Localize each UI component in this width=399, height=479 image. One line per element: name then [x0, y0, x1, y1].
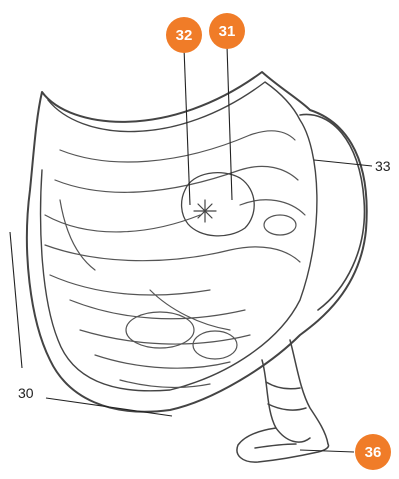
label-30: 30	[18, 385, 34, 401]
callout-badge-36: 36	[355, 434, 391, 470]
label-33: 33	[375, 158, 391, 174]
leader-32	[184, 48, 190, 205]
callout-badge-31: 31	[209, 13, 245, 49]
callout-31-text: 31	[219, 23, 236, 40]
callout-32-text: 32	[176, 27, 193, 44]
leader-30-lower	[46, 398, 172, 416]
leader-36	[300, 450, 354, 452]
punctum-star	[194, 200, 216, 222]
leader-lines	[10, 46, 372, 452]
callout-36-text: 36	[365, 444, 382, 461]
leader-30-upper	[10, 232, 22, 368]
lower-duct	[237, 340, 329, 462]
callout-badge-32: 32	[166, 17, 202, 53]
organ-drawing	[27, 72, 367, 462]
leader-33	[314, 160, 372, 166]
outer-wall-outline	[27, 72, 367, 412]
tissue-folds	[45, 131, 305, 388]
leader-31	[227, 46, 232, 200]
